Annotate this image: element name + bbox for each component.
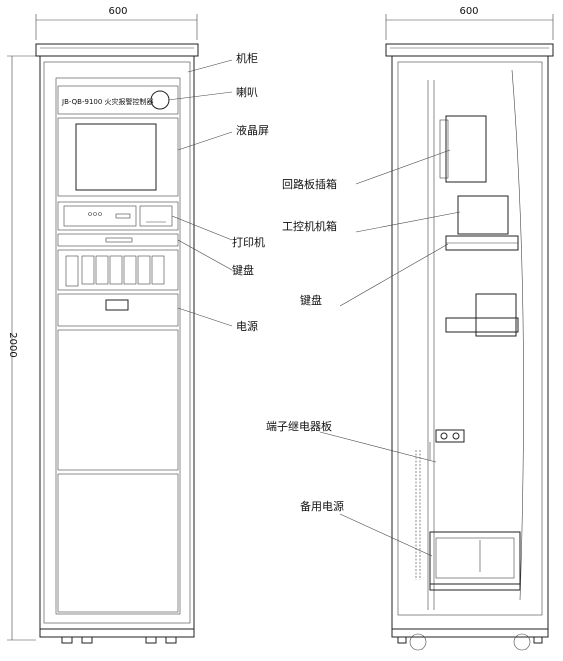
keyboard-drawer [57,233,179,247]
front-width-dimension: 600 [35,6,198,40]
power-switch-panel [57,249,179,291]
label-keyboard-front: 键盘 [232,263,254,277]
speaker-icon [150,90,170,110]
label-speaker: 喇叭 [236,85,258,99]
label-ipc-box: 工控机机箱 [282,219,337,233]
lcd-panel [57,117,179,197]
terminal-relay-board [429,429,465,460]
label-cabinet: 机柜 [236,51,258,65]
label-terminal-relay-board: 端子继电器板 [266,419,332,433]
label-power: 电源 [236,319,258,333]
side-cabinet-body [391,55,549,630]
height-dimension: 2000 [7,55,36,641]
blank-panel-1 [57,329,179,471]
label-lcd: 液晶屏 [236,123,269,137]
front-top-cap [35,43,199,57]
front-leaders [167,59,233,327]
side-width-value: 600 [459,6,478,17]
front-width-value: 600 [108,6,127,17]
front-cabinet-body [39,55,195,630]
label-keyboard-side: 键盘 [300,293,322,307]
side-view: 600 [266,6,554,651]
front-view: 600 2000 JB-QB-9100 火灾报警控制器 [7,6,269,644]
blank-panel-2 [57,473,179,613]
ipc-box [457,195,509,235]
front-base [39,628,195,638]
side-leaders [319,149,461,557]
lcd-screen [75,123,157,191]
side-top-cap [385,43,554,57]
label-loop-board-box: 回路板插箱 [282,177,337,191]
indicator-panel [57,201,179,231]
side-width-dimension: 600 [385,6,554,40]
label-backup-power: 备用电源 [300,499,344,513]
side-base [391,628,549,638]
switch-row [81,255,165,285]
power-display [57,293,179,327]
loop-board-box [445,115,487,183]
title-strip [57,85,179,115]
height-value: 2000 [7,332,18,357]
label-printer: 打印机 [232,235,265,249]
printer-slot [139,205,173,227]
backup-power [429,531,521,585]
panel-title: JB-QB-9100 火灾报警控制器 [61,97,154,106]
